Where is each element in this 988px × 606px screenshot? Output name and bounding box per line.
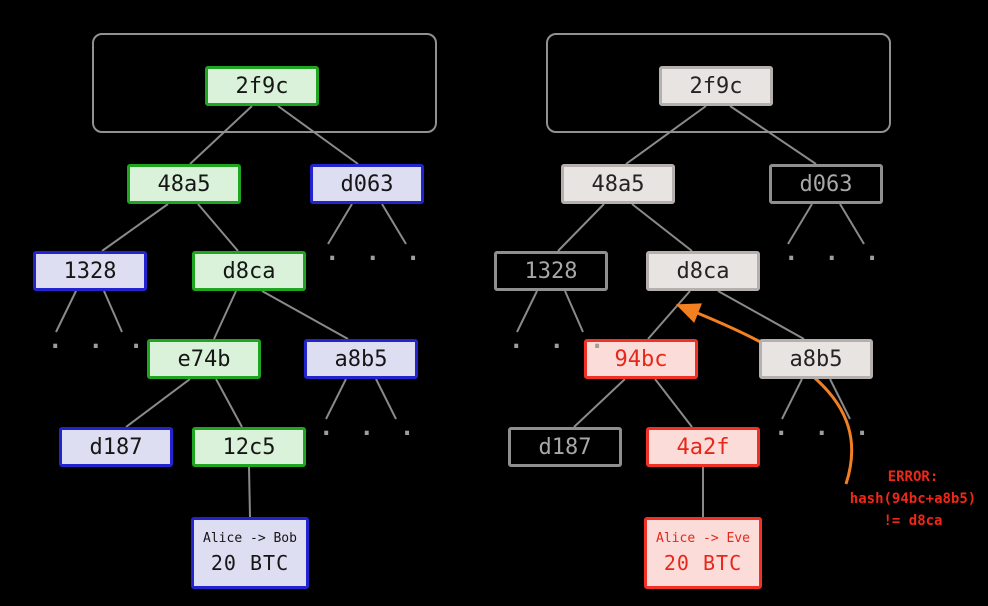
right-node-d063: d063 [769,164,883,204]
left-node-d8ca: d8ca [192,251,306,291]
left-node-e74b: e74b [147,339,261,379]
left-leaf-transaction: Alice -> Bob 20 BTC [191,517,309,589]
right-ellipsis-d063: ··· [784,244,880,272]
right-node-d187: d187 [508,427,622,467]
right-node-4a2f: 4a2f [646,427,760,467]
left-node-a8b5: a8b5 [304,339,418,379]
left-leaf-amount-label: 20 BTC [210,551,290,575]
right-node-1328: 1328 [494,251,608,291]
left-ellipsis-1328: ··· [48,332,144,360]
error-line-2: hash(94bc+a8b5) [849,491,977,507]
right-leaf-tx-label: Alice -> Eve [656,531,750,546]
left-node-2f9c: 2f9c [205,66,319,106]
right-leaf-amount-label: 20 BTC [663,551,743,575]
left-node-48a5: 48a5 [127,164,241,204]
left-node-d063: d063 [310,164,424,204]
right-ellipsis-1328: ··· [509,332,605,360]
right-node-48a5: 48a5 [561,164,675,204]
left-ellipsis-d063: ··· [325,244,421,272]
right-ellipsis-a8b5: ··· [774,419,870,447]
left-node-1328: 1328 [33,251,147,291]
right-node-a8b5: a8b5 [759,339,873,379]
error-line-3: != d8ca [883,513,943,529]
left-node-d187: d187 [59,427,173,467]
right-root-container [546,33,891,133]
error-line-1: ERROR: [887,469,939,485]
right-tree-edges [516,105,865,517]
error-arrow [675,303,854,485]
right-node-2f9c: 2f9c [659,66,773,106]
right-node-94bc: 94bc [584,339,698,379]
right-leaf-transaction: Alice -> Eve 20 BTC [644,517,762,589]
left-ellipsis-a8b5: ··· [319,419,415,447]
error-callout: ERROR: hash(94bc+a8b5) != d8ca [838,466,988,532]
left-root-container [92,33,437,133]
left-leaf-tx-label: Alice -> Bob [203,531,297,546]
left-tree-edges [55,105,407,518]
left-node-12c5: 12c5 [192,427,306,467]
right-node-d8ca: d8ca [646,251,760,291]
